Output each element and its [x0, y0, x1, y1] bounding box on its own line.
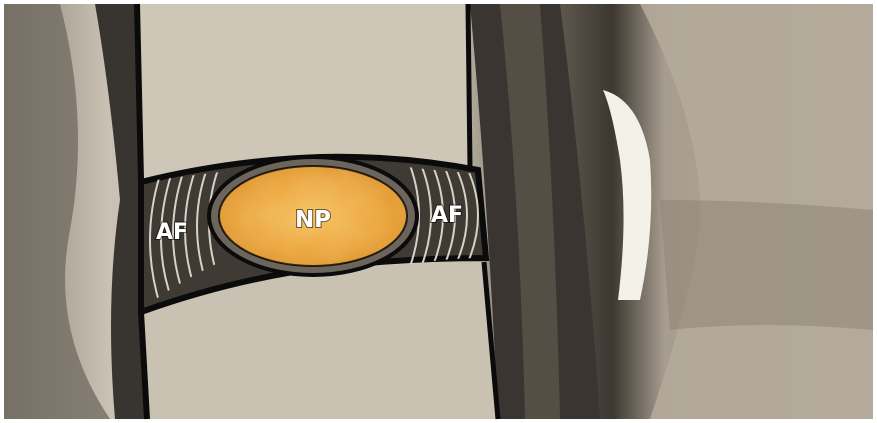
label-nucleus: NP — [295, 207, 331, 233]
vertebra-upper — [137, 4, 470, 180]
label-annulus-left: AF — [156, 220, 188, 245]
label-annulus-right: AF — [431, 203, 463, 228]
